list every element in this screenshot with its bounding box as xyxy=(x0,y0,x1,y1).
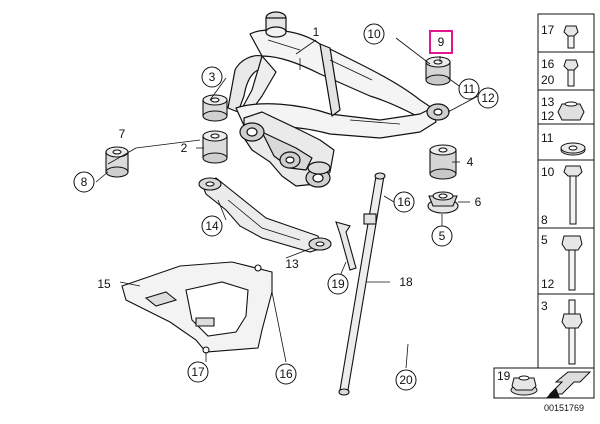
bushing-4-part[interactable] xyxy=(429,144,457,180)
callout-19[interactable]: 19 xyxy=(327,273,349,295)
callout-label: 16 xyxy=(397,195,411,209)
callout-circle xyxy=(477,87,499,109)
bottom-box-label: 19 xyxy=(497,369,511,383)
highlight-box xyxy=(429,30,453,54)
bracket-19-part[interactable] xyxy=(335,221,357,271)
callout-label: 16 xyxy=(279,367,293,381)
sidebar-label-10: 10 xyxy=(541,165,555,179)
sidebar-label-11: 11 xyxy=(541,131,554,145)
strut-brace-part[interactable] xyxy=(338,172,386,396)
callout-label: 17 xyxy=(191,365,205,379)
callout-11[interactable]: 11 xyxy=(458,78,480,100)
callout-label: 13 xyxy=(285,257,299,271)
callout-8[interactable]: 8 xyxy=(73,171,95,193)
callout-12[interactable]: 12 xyxy=(477,87,499,109)
fastener-sidebar: 17 16 20 13 12 11 10 8 5 12 3 19 0015176… xyxy=(493,13,595,413)
callout-circle xyxy=(431,225,453,247)
cross-brace-part[interactable] xyxy=(198,177,332,253)
callout-7[interactable]: 7 xyxy=(119,127,126,141)
callout-circle xyxy=(393,191,415,213)
callout-14[interactable]: 14 xyxy=(201,215,223,237)
callout-6[interactable]: 6 xyxy=(475,195,482,209)
callout-label: 9 xyxy=(438,35,445,49)
callout-9[interactable]: 9 xyxy=(429,30,453,54)
sidebar-label-8: 8 xyxy=(541,213,548,227)
callout-18[interactable]: 18 xyxy=(399,275,413,289)
sidebar-label-12: 12 xyxy=(541,109,555,123)
callout-circle xyxy=(395,369,417,391)
callout-3[interactable]: 3 xyxy=(201,66,223,88)
callout-label: 3 xyxy=(209,70,216,84)
callout-circle xyxy=(327,273,349,295)
callout-circle xyxy=(201,215,223,237)
callout-circle xyxy=(73,171,95,193)
callout-label: 8 xyxy=(81,175,88,189)
sidebar-frame xyxy=(537,13,595,397)
callout-2[interactable]: 2 xyxy=(181,141,188,155)
callout-20[interactable]: 20 xyxy=(395,369,417,391)
callout-label: 11 xyxy=(463,82,476,96)
callout-label: 2 xyxy=(181,141,188,155)
callout-circle xyxy=(458,78,480,100)
callout-15[interactable]: 15 xyxy=(97,277,111,291)
callout-label: 5 xyxy=(439,229,446,243)
nut-13-icon[interactable] xyxy=(557,101,585,121)
bolt-5-icon[interactable] xyxy=(561,235,583,291)
bushing-9-part[interactable] xyxy=(425,56,451,86)
callout-1[interactable]: 1 xyxy=(313,25,320,39)
sidebar-label-17: 17 xyxy=(541,23,555,37)
callout-label: 20 xyxy=(399,373,413,387)
document-number: 00151769 xyxy=(544,403,584,413)
callout-16b[interactable]: 16 xyxy=(275,363,297,385)
callout-16a[interactable]: 16 xyxy=(393,191,415,213)
sidebar-label-3: 3 xyxy=(541,299,548,313)
callout-10[interactable]: 10 xyxy=(363,23,385,45)
callout-5[interactable]: 5 xyxy=(431,225,453,247)
callout-4[interactable]: 4 xyxy=(467,155,474,169)
callout-label: 1 xyxy=(313,25,320,39)
callout-circle xyxy=(275,363,297,385)
arrow-icon xyxy=(546,371,592,398)
callout-circle xyxy=(187,361,209,383)
callout-label: 6 xyxy=(475,195,482,209)
sidebar-label-5: 5 xyxy=(541,233,548,247)
flange-nut-19-icon[interactable] xyxy=(510,375,538,396)
sidebar-label-20: 20 xyxy=(541,73,555,87)
bushing-lower-part[interactable] xyxy=(202,130,228,164)
callout-circle xyxy=(363,23,385,45)
callout-17[interactable]: 17 xyxy=(187,361,209,383)
callout-label: 18 xyxy=(399,275,413,289)
bolt-16-icon[interactable] xyxy=(563,59,579,87)
bolt-10-icon[interactable] xyxy=(563,165,583,225)
sidebar-label-16: 16 xyxy=(541,57,555,71)
sidebar-label-13: 13 xyxy=(541,95,555,109)
callout-label: 12 xyxy=(481,91,495,105)
callout-circle xyxy=(201,66,223,88)
washer-11-icon[interactable] xyxy=(560,142,586,156)
bushing-upper-part[interactable] xyxy=(202,94,228,122)
bushing-7-part[interactable] xyxy=(105,146,129,178)
callout-13[interactable]: 13 xyxy=(285,257,299,271)
callout-label: 4 xyxy=(467,155,474,169)
underbody-shield-part[interactable] xyxy=(121,261,273,354)
subframe-part[interactable] xyxy=(227,11,450,188)
callout-label: 15 xyxy=(97,277,111,291)
callout-label: 7 xyxy=(119,127,126,141)
callout-label: 19 xyxy=(331,277,345,291)
callout-label: 10 xyxy=(367,27,381,41)
leader-lines xyxy=(95,37,479,369)
sidebar-label-12b: 12 xyxy=(541,277,555,291)
bolt-17-icon[interactable] xyxy=(563,25,579,49)
stud-3-icon[interactable] xyxy=(561,299,583,365)
mount-6-part[interactable] xyxy=(427,191,459,214)
callout-label: 14 xyxy=(205,219,219,233)
